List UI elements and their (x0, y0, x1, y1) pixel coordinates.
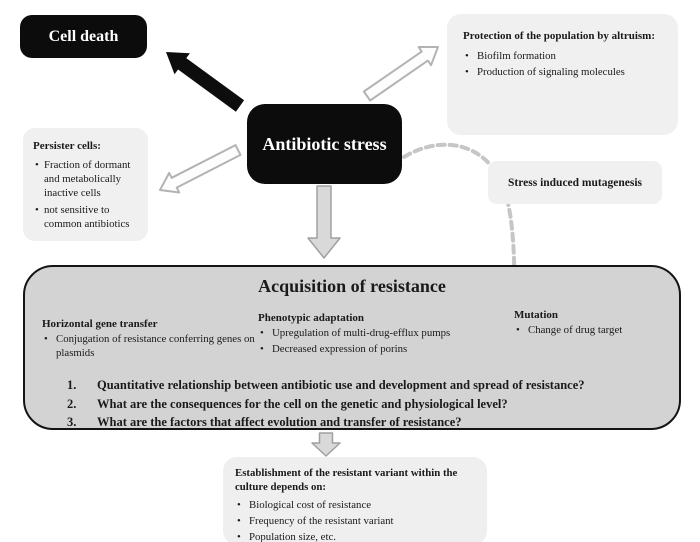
list-item: Fraction of dormant and metabolically in… (33, 159, 139, 200)
list-item: Change of drug target (514, 324, 679, 338)
establishment-box: Establishment of the resistant variant w… (223, 457, 487, 542)
protection-heading: Protection of the population by altruism… (463, 30, 655, 42)
phenotypic-adaptation-list: Upregulation of multi-drug-efflux pumps … (258, 327, 490, 357)
arrow-to-establishment-icon (311, 432, 341, 457)
research-questions: 1. Quantitative relationship between ant… (67, 376, 677, 432)
list-item: Population size, etc. (235, 531, 477, 542)
arrow-to-persister-icon (159, 144, 242, 194)
horizontal-gene-transfer-list: Conjugation of resistance conferring gen… (42, 333, 258, 361)
antibiotic-stress-box: Antibiotic stress (247, 104, 402, 184)
question-row: 2. What are the consequences for the cel… (67, 395, 677, 414)
list-item: Conjugation of resistance conferring gen… (42, 333, 258, 361)
protection-box: Protection of the population by altruism… (447, 14, 678, 135)
mutation-heading: Mutation (514, 309, 558, 321)
arrow-to-acquisition-icon (307, 185, 341, 259)
stress-mutagenesis-box: Stress induced mutagenesis (488, 161, 662, 204)
horizontal-gene-transfer-heading: Horizontal gene transfer (42, 318, 158, 330)
cell-death-box: Cell death (20, 15, 147, 58)
list-item: not sensitive to common antibiotics (33, 204, 139, 232)
list-item: Upregulation of multi-drug-efflux pumps (258, 327, 490, 341)
persister-heading: Persister cells: (33, 140, 101, 152)
acquisition-box: Acquisition of resistance Horizontal gen… (23, 265, 681, 430)
mutation-column: Mutation Change of drug target (514, 308, 679, 340)
question-row: 3. What are the factors that affect evol… (67, 413, 677, 432)
question-text: Quantitative relationship between antibi… (97, 378, 585, 392)
list-item: Frequency of the resistant variant (235, 515, 477, 529)
arrow-to-cell-death-icon (166, 52, 245, 112)
question-number: 1. (67, 378, 77, 392)
stress-mutagenesis-label: Stress induced mutagenesis (508, 176, 642, 189)
question-number: 3. (67, 415, 77, 429)
question-number: 2. (67, 396, 77, 411)
cell-death-label: Cell death (48, 27, 119, 45)
phenotypic-adaptation-heading: Phenotypic adaptation (258, 312, 365, 324)
question-text: What are the factors that affect evoluti… (97, 415, 462, 429)
protection-list: Biofilm formation Production of signalin… (463, 50, 662, 80)
persister-box: Persister cells: Fraction of dormant and… (23, 128, 148, 241)
antibiotic-stress-label: Antibiotic stress (262, 133, 387, 154)
list-item: Biofilm formation (463, 50, 662, 64)
establishment-heading: Establishment of the resistant variant w… (235, 467, 458, 494)
establishment-list: Biological cost of resistance Frequency … (235, 499, 477, 542)
mutation-list: Change of drug target (514, 324, 679, 338)
acquisition-title: Acquisition of resistance (258, 276, 446, 296)
list-item: Decreased expression of porins (258, 343, 490, 357)
question-row: 1. Quantitative relationship between ant… (67, 376, 677, 395)
list-item: Biological cost of resistance (235, 499, 477, 513)
list-item: Production of signaling molecules (463, 66, 662, 80)
arrow-to-protection-icon (362, 46, 439, 102)
horizontal-gene-transfer-column: Horizontal gene transfer Conjugation of … (42, 317, 258, 363)
persister-list: Fraction of dormant and metabolically in… (33, 159, 139, 231)
question-text: What are the consequences for the cell o… (97, 396, 508, 411)
phenotypic-adaptation-column: Phenotypic adaptation Upregulation of mu… (258, 311, 490, 359)
